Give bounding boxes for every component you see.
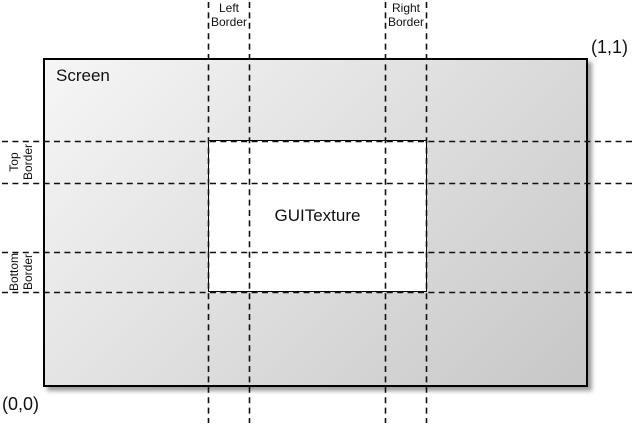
top-border-label-line1: Top [7, 152, 21, 172]
bottom-border-label-line2: Border [21, 253, 35, 291]
left-border-label: Left Border [199, 1, 259, 29]
bottom-border-label-line1: Bottom [7, 253, 21, 292]
origin-coordinate-label: (0,0) [2, 394, 40, 414]
bottom-border-label: Bottom Border [7, 242, 35, 302]
guitexture-label: GUITexture [274, 206, 361, 225]
top-border-label: Top Border [7, 132, 35, 192]
left-border-label-line1: Left [218, 1, 239, 15]
left-border-label-line2: Border [210, 15, 248, 29]
right-border-label-line2: Border [387, 15, 425, 29]
right-border-label-line1: Right [391, 1, 420, 15]
top-right-coordinate-label: (1,1) [591, 37, 629, 57]
screen-label: Screen [56, 66, 110, 85]
right-border-label: Right Border [376, 1, 436, 29]
guitexture-rect: GUITexture [208, 140, 427, 292]
top-border-label-line2: Border [21, 143, 35, 181]
